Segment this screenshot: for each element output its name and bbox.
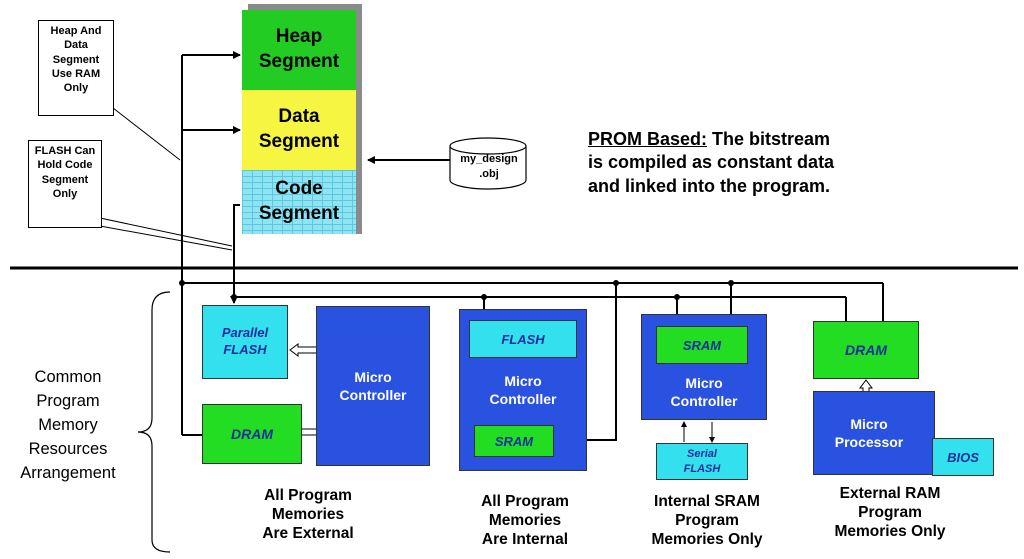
bios-box: BIOS (932, 438, 994, 476)
bios-label: BIOS (947, 449, 979, 465)
common-program-label: Common Program Memory Resources Arrangem… (20, 368, 116, 482)
sram-box-3: SRAM (656, 326, 748, 364)
data-segment: Data Segment (242, 90, 356, 170)
note-flash-code-text: FLASH Can Hold Code Segment Only (34, 145, 96, 200)
caption-arch1: All Program Memories Are External (262, 487, 354, 543)
prom-line1-rest: The bitstream (707, 129, 831, 149)
dram-label-1: DRAM (231, 426, 273, 442)
note-ram-only-text: Heap And Data Segment Use RAM Only (50, 25, 102, 95)
flash-box-2: FLASH (469, 320, 577, 358)
sram-label-2: SRAM (494, 433, 534, 449)
caption-arch2: All Program Memories Are Internal (481, 493, 569, 549)
sram-box-2: SRAM (474, 425, 554, 457)
callout-ram-note (112, 107, 181, 161)
prom-line2: is compiled as constant data (588, 152, 835, 173)
obj-file-label: my_design .obj (460, 153, 518, 180)
serial-flash-box: Serial FLASH (656, 443, 748, 480)
caption-arch3: Internal SRAM Program Memories Only (651, 493, 763, 549)
dram-box-1: DRAM (202, 404, 302, 464)
flash-label-2: FLASH (501, 331, 545, 347)
callout-flash-note (99, 217, 233, 247)
code-segment-label: Code Segment (258, 178, 340, 224)
obj-file-cylinder (449, 137, 527, 190)
microcontroller-box-1: Micro Controller (316, 306, 430, 466)
microprocessor-label: Micro Processor (834, 415, 904, 450)
microcontroller-label-1: Micro Controller (339, 368, 407, 403)
code-line (233, 204, 240, 293)
heap-segment-label: Heap Segment (258, 26, 340, 72)
microprocessor-box: Micro Processor (813, 391, 935, 475)
prom-line1: PROM Based: The bitstream (588, 128, 834, 151)
note-ram-only: Heap And Data Segment Use RAM Only (38, 20, 114, 116)
dram-box-4: DRAM (813, 321, 919, 379)
sram-label-3: SRAM (682, 337, 722, 353)
prom-line3: and linked into the program. (588, 175, 831, 196)
microcontroller-label-2: Micro Controller (489, 373, 557, 408)
curly-brace (137, 291, 171, 553)
prom-heading: PROM Based: (588, 129, 708, 149)
dram-label-4: DRAM (845, 342, 887, 358)
parallel-flash-box: Parallel FLASH (202, 305, 288, 379)
parallel-flash-label: Parallel FLASH (221, 325, 269, 357)
data-segment-label: Data Segment (258, 106, 340, 152)
microcontroller-label-3: Micro Controller (670, 375, 738, 410)
note-flash-code: FLASH Can Hold Code Segment Only (28, 140, 102, 228)
heap-segment: Heap Segment (242, 10, 356, 90)
code-segment: Code Segment (242, 170, 356, 234)
caption-arch4: External RAM Program Memories Only (834, 485, 946, 541)
prom-description: PROM Based: The bitstream is compiled as… (588, 128, 834, 198)
serial-flash-label: Serial FLASH (683, 448, 721, 475)
